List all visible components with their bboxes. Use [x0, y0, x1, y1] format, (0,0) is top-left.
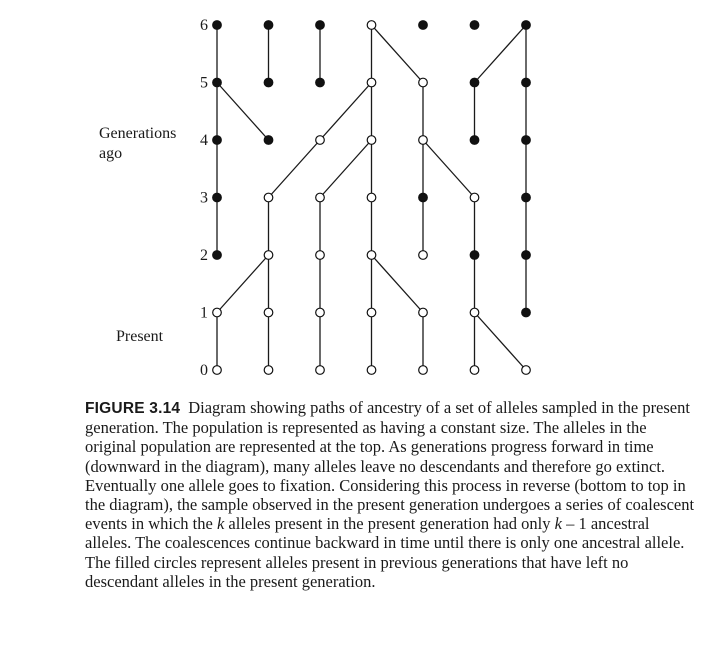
- ancestral-allele-node: [315, 192, 325, 203]
- ancestral-allele-node: [366, 250, 377, 260]
- caption-k-1: k: [216, 514, 225, 534]
- ancestral-allele-node: [315, 135, 325, 145]
- ancestry-edge: [422, 139, 475, 198]
- extinct-allele-node: [212, 20, 222, 30]
- generation-tick-label: 1: [200, 305, 208, 322]
- extinct-allele-node: [521, 307, 531, 318]
- caption-text-2: alleles present in the present generatio…: [224, 514, 555, 534]
- y-axis-label-line1: Generations: [99, 125, 176, 142]
- ancestral-allele-node: [418, 135, 428, 145]
- ancestral-allele-node: [366, 20, 377, 30]
- ancestral-allele-node: [418, 307, 428, 318]
- extinct-allele-node: [469, 77, 480, 88]
- ancestry-edge: [319, 82, 372, 141]
- caption-text-1: Diagram showing paths of ancestry of a s…: [85, 398, 695, 534]
- extinct-allele-node: [315, 20, 325, 30]
- ancestral-allele-node: [212, 307, 222, 318]
- ancestral-allele-node: [212, 365, 222, 375]
- present-label: Present: [116, 328, 164, 345]
- ancestry-edge: [474, 312, 527, 371]
- extinct-allele-node: [469, 20, 480, 30]
- figure-label: FIGURE 3.14: [85, 400, 181, 417]
- extinct-allele-node: [315, 77, 325, 88]
- extinct-allele-node: [212, 135, 222, 145]
- extinct-allele-node: [521, 192, 531, 203]
- caption-text-3: – 1 ancestral alleles. The coalescences …: [85, 514, 685, 591]
- ancestral-allele-node: [418, 77, 428, 88]
- extinct-allele-node: [469, 135, 480, 145]
- ancestry-edge: [216, 82, 269, 141]
- extinct-allele-node: [263, 20, 274, 30]
- ancestral-allele-node: [263, 192, 274, 203]
- extinct-allele-node: [418, 192, 428, 203]
- ancestral-allele-node: [469, 307, 480, 318]
- extinct-allele-node: [521, 20, 531, 30]
- ancestry-edge: [371, 24, 424, 83]
- generation-tick-label: 4: [200, 132, 208, 149]
- ancestral-allele-node: [263, 250, 274, 260]
- extinct-allele-node: [469, 250, 480, 260]
- ancestral-allele-node: [366, 77, 377, 88]
- extinct-allele-node: [263, 135, 274, 145]
- ancestry-edge: [216, 254, 269, 313]
- extinct-allele-node: [521, 250, 531, 260]
- ancestry-edge: [319, 139, 372, 198]
- allele-nodes: [212, 20, 531, 375]
- ancestral-allele-node: [366, 307, 377, 318]
- y-axis-label-line2: ago: [99, 145, 122, 162]
- ancestral-allele-node: [521, 365, 531, 375]
- ancestral-allele-node: [469, 192, 480, 203]
- generation-tick-label: 3: [200, 190, 208, 207]
- extinct-allele-node: [521, 77, 531, 88]
- extinct-allele-node: [212, 77, 222, 88]
- extinct-allele-node: [212, 192, 222, 203]
- ancestral-allele-node: [315, 365, 325, 375]
- extinct-allele-node: [521, 135, 531, 145]
- extinct-allele-node: [418, 20, 428, 30]
- ancestral-allele-node: [315, 307, 325, 318]
- generation-tick-label: 0: [200, 362, 208, 379]
- ancestral-allele-node: [366, 365, 377, 375]
- ancestral-allele-node: [263, 307, 274, 318]
- ancestry-diagram: 0 1 2 3 4 5 6 Generations ago Present: [99, 17, 531, 379]
- extinct-allele-node: [212, 250, 222, 260]
- ancestry-edge: [474, 24, 527, 83]
- ancestry-edges: [216, 24, 527, 371]
- ancestry-edge: [371, 254, 424, 313]
- ancestral-allele-node: [315, 250, 325, 260]
- ancestral-allele-node: [418, 365, 428, 375]
- ancestry-edge: [268, 139, 321, 198]
- caption-k-2: k: [554, 514, 562, 534]
- generation-tick-label: 5: [200, 75, 208, 92]
- generation-tick-label: 2: [200, 247, 208, 264]
- ancestral-allele-node: [418, 250, 428, 260]
- generation-ticks: 0 1 2 3 4 5 6: [200, 17, 208, 379]
- ancestral-allele-node: [366, 135, 377, 145]
- ancestral-allele-node: [263, 365, 274, 375]
- generation-tick-label: 6: [200, 17, 208, 34]
- ancestral-allele-node: [366, 192, 377, 203]
- ancestral-allele-node: [469, 365, 480, 375]
- extinct-allele-node: [263, 77, 274, 88]
